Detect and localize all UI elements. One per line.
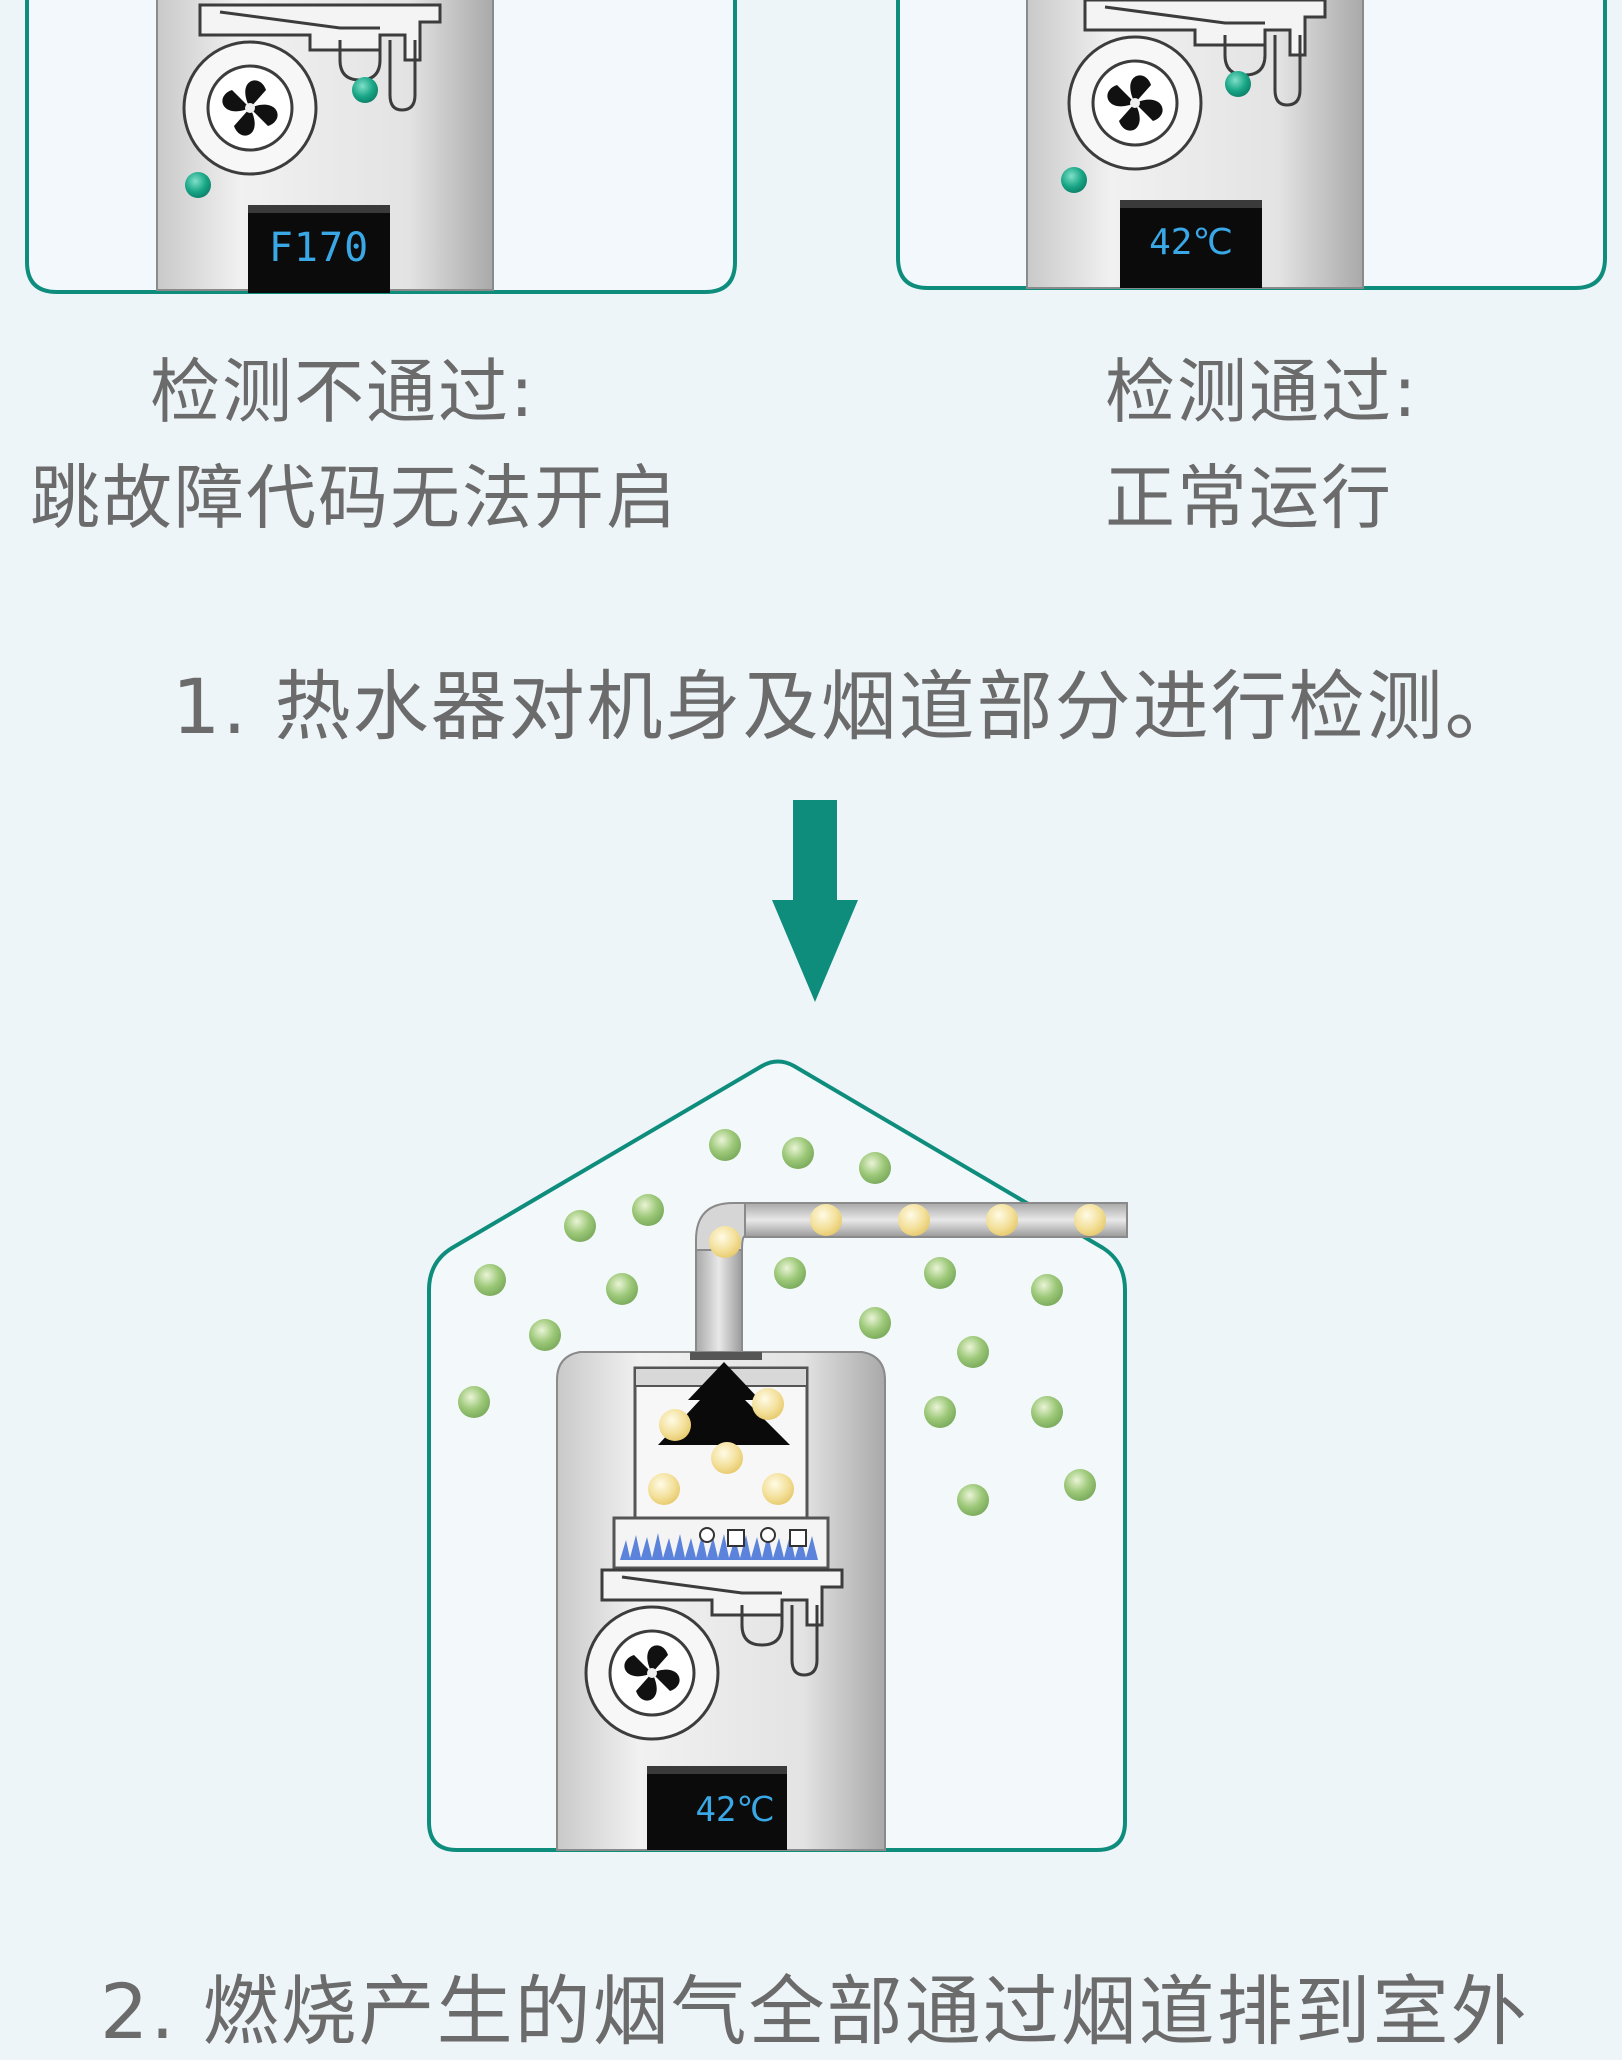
fail-title: 检测不通过:	[150, 351, 536, 433]
display-house-temp: 42℃	[695, 1790, 775, 1830]
illustration	[25, 0, 1607, 1852]
step-1-text: 1. 热水器对机身及烟道部分进行检测。	[172, 662, 1523, 751]
yellow-particles	[648, 1204, 1106, 1505]
pass-description: 正常运行	[1105, 457, 1393, 539]
display-fail-code: F170	[268, 225, 370, 271]
step-2-text: 2. 燃烧产生的烟气全部通过烟道排到室外	[100, 1967, 1529, 2056]
panel-pass-frame	[896, 0, 1607, 290]
panel-fail-frame	[25, 0, 737, 294]
pass-title: 检测通过:	[1105, 351, 1419, 433]
water-heater	[556, 1351, 886, 1851]
down-arrow-icon	[772, 800, 858, 1002]
flue-pipe	[695, 1202, 1128, 1361]
display-pass-temp: 42℃	[1149, 222, 1233, 263]
fail-description: 跳故障代码无法开启	[30, 457, 678, 539]
green-particles	[458, 1129, 1096, 1516]
